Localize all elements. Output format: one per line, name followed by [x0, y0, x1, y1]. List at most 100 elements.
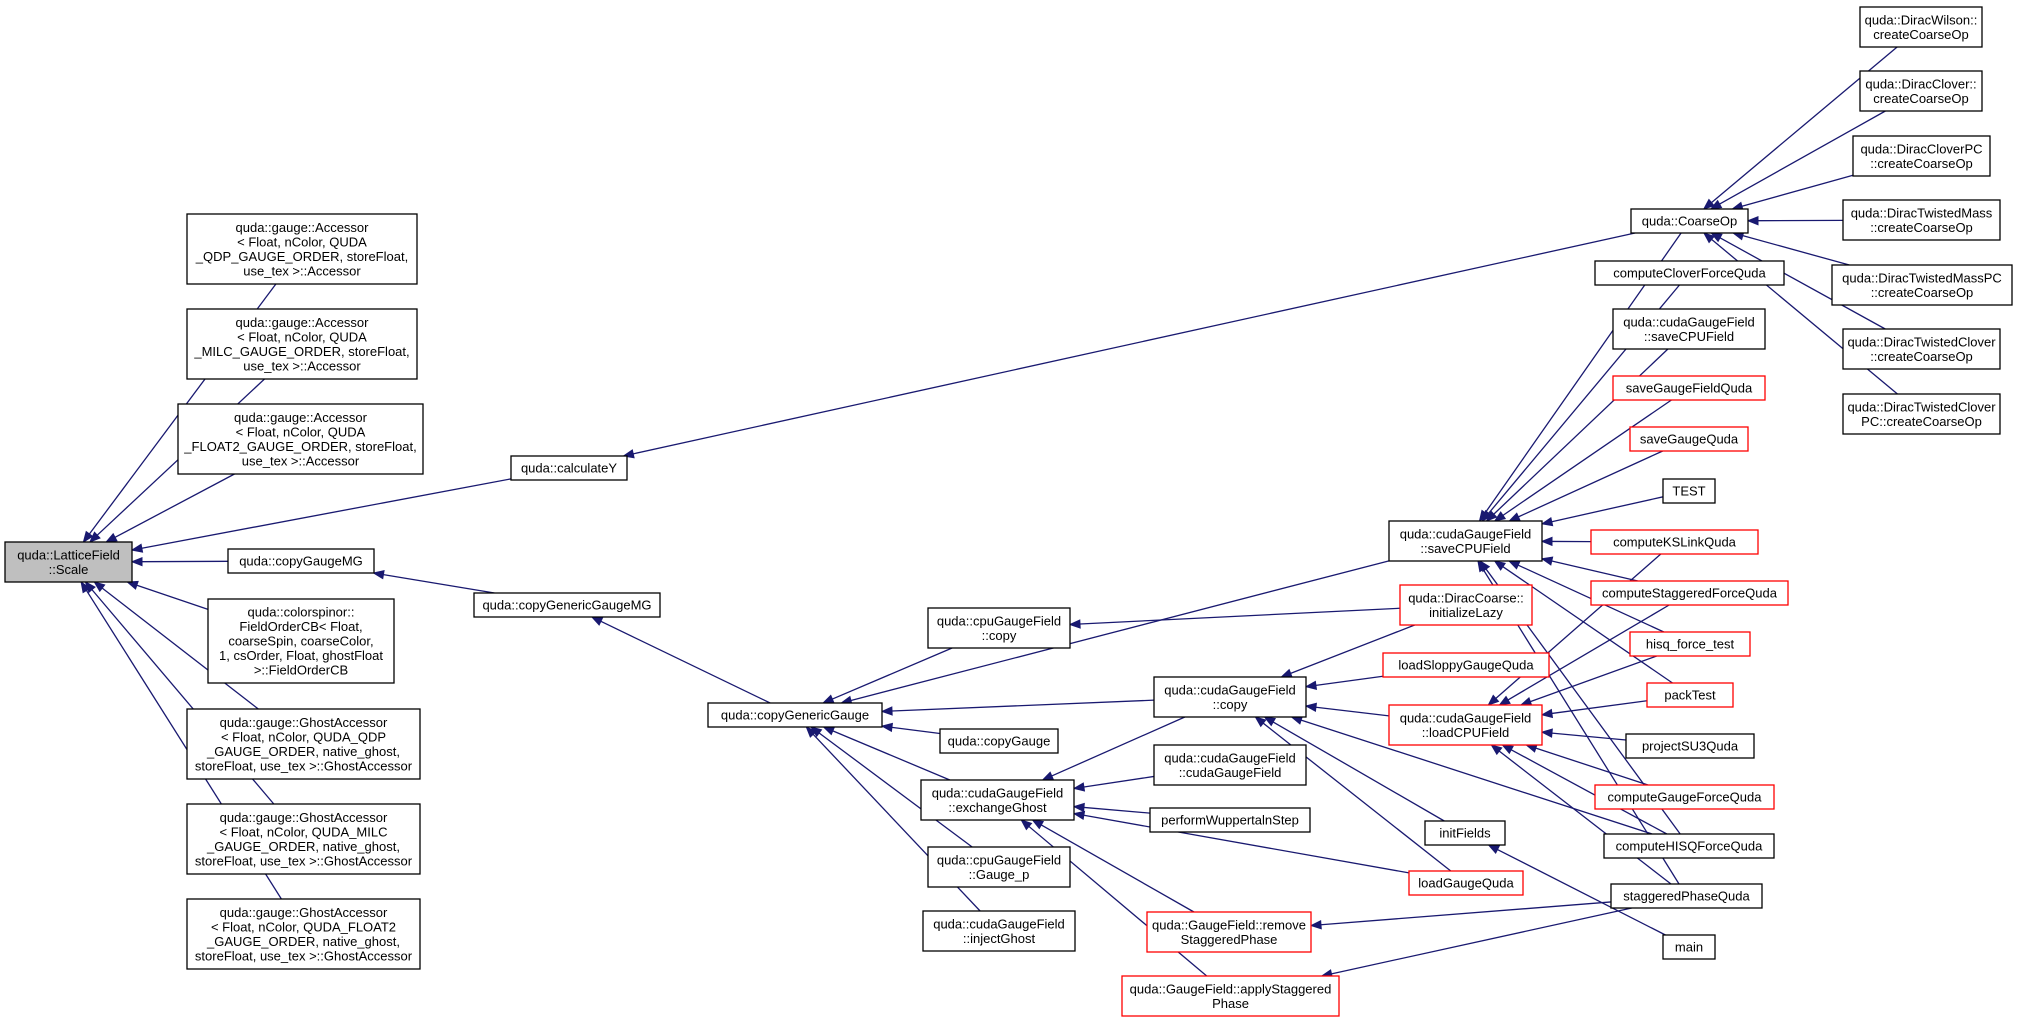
node-cudaCtor[interactable]: quda::cudaGaugeField::cudaGaugeField: [1153, 744, 1307, 786]
node-dTMPC[interactable]: quda::DiracTwistedMassPC::createCoarseOp: [1831, 264, 2013, 306]
node-dTCPC[interactable]: quda::DiracTwistedCloverPC::createCoarse…: [1842, 393, 2001, 435]
node-projectSU3[interactable]: projectSU3Quda: [1625, 733, 1755, 759]
node-copyGenericGauge[interactable]: quda::copyGenericGauge: [707, 702, 883, 728]
node-wuppertal[interactable]: performWuppertalnStep: [1149, 807, 1311, 833]
node-scale[interactable]: quda::LatticeField::Scale: [4, 541, 133, 583]
node-label-line: quda::cudaGaugeField: [933, 916, 1065, 931]
node-gacc_float2[interactable]: quda::gauge::GhostAccessor< Float, nColo…: [186, 898, 421, 970]
edge-line: [1518, 450, 1663, 518]
node-box: [473, 592, 661, 618]
node-label-line: quda::copyGenericGauge: [721, 708, 869, 723]
node-loadCPUField[interactable]: quda::cudaGaugeField::loadCPUField: [1388, 704, 1543, 746]
node-main[interactable]: main: [1662, 934, 1716, 960]
edge-line: [114, 473, 235, 538]
arrowhead: [80, 580, 91, 594]
edge-copyGaugeMG-to-scale: [130, 556, 229, 567]
node-dWilson[interactable]: quda::DiracWilson::createCoarseOp: [1859, 6, 1983, 48]
node-box: [1149, 807, 1311, 833]
edge-line: [1083, 806, 1151, 814]
node-box: [927, 607, 1071, 649]
node-packTest[interactable]: packTest: [1646, 682, 1734, 708]
node-coarseOp[interactable]: quda::CoarseOp: [1630, 208, 1749, 234]
node-initLazy[interactable]: quda::DiracCoarse::initializeLazy: [1399, 584, 1533, 626]
arrowhead: [1254, 716, 1267, 728]
node-test[interactable]: TEST: [1662, 478, 1716, 504]
edge-dWilson-to-coarseOp: [1702, 46, 1898, 210]
edge-line: [1083, 775, 1155, 788]
node-label-line: quda::CoarseOp: [1642, 214, 1737, 229]
edge-packTest-to-loadCPUField: [1540, 700, 1648, 719]
node-label-line: < Float, nColor, QUDA: [236, 424, 366, 439]
node-box: [707, 702, 883, 728]
node-gacc_qdp[interactable]: quda::gauge::GhostAccessor< Float, nColo…: [186, 708, 421, 780]
node-dTM[interactable]: quda::DiracTwistedMass::createCoarseOp: [1842, 199, 2001, 241]
node-label-line: computeStaggeredForceQuda: [1602, 586, 1778, 601]
node-label-line: createCoarseOp: [1873, 27, 1968, 42]
edge-line: [1741, 174, 1854, 207]
node-acc_float2[interactable]: quda::gauge::Accessor< Float, nColor, QU…: [177, 403, 424, 475]
node-label-line: quda::gauge::GhostAccessor: [220, 905, 388, 920]
node-gaugeP[interactable]: quda::cpuGaugeField::Gauge_p: [927, 846, 1071, 888]
node-label-line: ::createCoarseOp: [1871, 285, 1974, 300]
node-acc_qdp[interactable]: quda::gauge::Accessor< Float, nColor, QU…: [186, 213, 418, 285]
edge-cpuCopy-to-copyGenericGauge: [821, 647, 953, 704]
edge-line: [1535, 747, 1649, 786]
edge-line: [1502, 566, 1673, 684]
node-gacc_milc[interactable]: quda::gauge::GhostAccessor< Float, nColo…: [186, 803, 421, 875]
node-loadSloppy[interactable]: loadSloppyGaugeQuda: [1382, 652, 1550, 678]
arrowhead: [590, 616, 604, 626]
node-label-line: >::FieldOrderCB: [254, 663, 348, 678]
edge-line: [832, 730, 951, 781]
node-stagPhase[interactable]: staggeredPhaseQuda: [1610, 883, 1763, 909]
arrowhead: [1540, 728, 1553, 738]
node-saveGauge[interactable]: saveGaugeQuda: [1629, 426, 1749, 452]
edge-line: [1551, 700, 1648, 715]
node-label-line: quda::cudaGaugeField: [1623, 314, 1755, 329]
arrowhead: [1263, 716, 1277, 727]
edge-fieldOrderCB-to-scale: [126, 580, 209, 611]
node-acc_milc[interactable]: quda::gauge::Accessor< Float, nColor, QU…: [186, 308, 418, 380]
node-saveGaugeField[interactable]: saveGaugeFieldQuda: [1612, 375, 1766, 401]
node-label-line: quda::gauge::GhostAccessor: [220, 715, 388, 730]
edge-stagPhase-to-loadCPUField: [1490, 744, 1672, 885]
node-saveCPUField2[interactable]: quda::cudaGaugeField::saveCPUField: [1612, 308, 1766, 350]
edge-saveGauge-to-saveCPUField: [1508, 450, 1663, 522]
node-label-line: quda::colorspinor::: [248, 605, 355, 620]
edge-stagForce-to-loadCPUField: [1498, 604, 1670, 706]
node-copyGenericGaugeMG[interactable]: quda::copyGenericGaugeMG: [473, 592, 661, 618]
node-copyGauge[interactable]: quda::copyGauge: [939, 728, 1059, 754]
edge-stagPhase-to-removeStag: [1309, 901, 1612, 930]
node-dCloverPC[interactable]: quda::DiracCloverPC::createCoarseOp: [1852, 135, 1991, 177]
arrowhead: [1477, 559, 1488, 573]
node-label-line: staggeredPhaseQuda: [1623, 889, 1750, 904]
node-loadGaugeQuda[interactable]: loadGaugeQuda: [1408, 870, 1524, 896]
node-hisqTest[interactable]: hisq_force_test: [1629, 631, 1751, 657]
edge-exchangeGhost-to-copyGenericGauge: [822, 726, 951, 781]
node-hisqForce[interactable]: computeHISQForceQuda: [1603, 833, 1775, 859]
node-label-line: _MILC_GAUGE_ORDER, storeFloat,: [193, 344, 409, 359]
node-exchangeGhost[interactable]: quda::cudaGaugeField::exchangeGhost: [920, 779, 1075, 821]
node-label-line: quda::copyGaugeMG: [239, 554, 363, 569]
node-calcY[interactable]: quda::calculateY: [510, 455, 628, 481]
node-dTC[interactable]: quda::DiracTwistedClover::createCoarseOp: [1842, 328, 2001, 370]
edge-dTM-to-coarseOp: [1746, 215, 1844, 226]
node-copyGaugeMG[interactable]: quda::copyGaugeMG: [227, 548, 375, 574]
node-dClover[interactable]: quda::DiracClover::createCoarseOp: [1859, 70, 1983, 112]
node-fieldOrderCB[interactable]: quda::colorspinor::FieldOrderCB< Float,c…: [207, 598, 395, 684]
node-cudaCopy[interactable]: quda::cudaGaugeField::copy: [1153, 676, 1307, 718]
node-gaugeForce[interactable]: computeGaugeForceQuda: [1594, 784, 1775, 810]
node-box: [1146, 911, 1312, 953]
node-cpuCopy[interactable]: quda::cpuGaugeField::copy: [927, 607, 1071, 649]
node-saveCPUField[interactable]: quda::cudaGaugeField::saveCPUField: [1388, 520, 1543, 562]
node-initFields[interactable]: initFields: [1424, 820, 1506, 846]
node-box: [1408, 870, 1524, 896]
node-ksLink[interactable]: computeKSLinkQuda: [1590, 529, 1759, 555]
edge-line: [101, 587, 259, 710]
node-stagForce[interactable]: computeStaggeredForceQuda: [1590, 580, 1789, 606]
node-cloverForce[interactable]: computeCloverForceQuda: [1594, 260, 1785, 286]
node-injectGhost[interactable]: quda::cudaGaugeField::injectGhost: [922, 910, 1076, 952]
node-box: [939, 728, 1059, 754]
node-box: [1625, 733, 1755, 759]
